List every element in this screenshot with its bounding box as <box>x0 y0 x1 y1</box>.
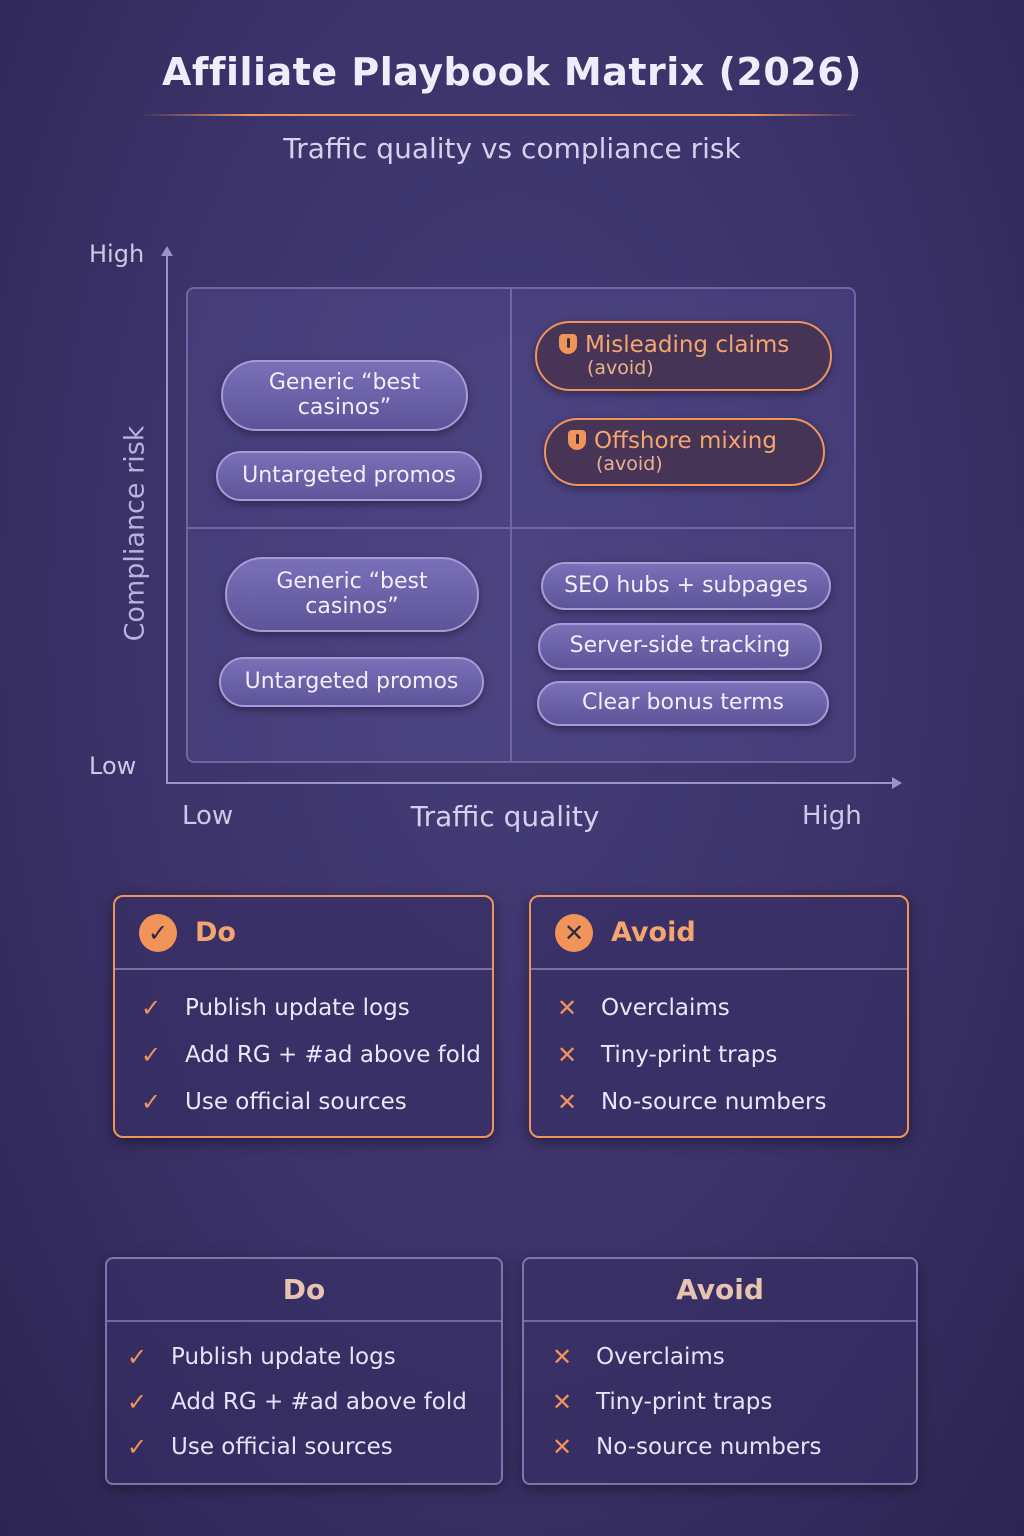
item-text: Use official sources <box>171 1433 393 1460</box>
x-axis-line <box>166 782 896 784</box>
x-icon: ✕ <box>552 1432 573 1461</box>
item-text: Publish update logs <box>171 1343 396 1370</box>
y-axis-arrow-icon <box>161 246 173 256</box>
item-text: Add RG + #ad above fold <box>185 1041 481 1068</box>
x-circle-icon: ✕ <box>555 913 593 952</box>
list-item: ✕ Overclaims <box>552 1334 916 1379</box>
x-icon: ✕ <box>552 1387 573 1416</box>
x-icon: ✕ <box>557 1087 578 1116</box>
check-icon: ✓ <box>127 1342 148 1371</box>
x-axis-low: Low <box>182 801 234 831</box>
item-text: No-source numbers <box>596 1433 822 1460</box>
x-axis-label: Traffic quality <box>410 800 600 833</box>
list-item: ✓ Add RG + #ad above fold <box>141 1031 492 1078</box>
tl-pill-untargeted-promos: Untargeted promos <box>216 451 482 501</box>
check-icon: ✓ <box>127 1387 148 1416</box>
br-pill-server-side-tracking: Server-side tracking <box>538 623 822 670</box>
item-text: Overclaims <box>596 1343 725 1370</box>
matrix-vertical-divider <box>510 288 512 762</box>
x-icon: ✕ <box>557 1040 578 1069</box>
avoid-card-secondary-title: Avoid <box>524 1259 916 1322</box>
do-card-secondary-title: Do <box>107 1259 501 1322</box>
matrix-horizontal-divider <box>187 527 855 529</box>
list-item: ✓ Add RG + #ad above fold <box>127 1379 501 1424</box>
item-text: No-source numbers <box>601 1088 827 1115</box>
list-item: ✕ Tiny-print traps <box>557 1031 907 1078</box>
list-item: ✓ Use official sources <box>141 1078 492 1125</box>
y-axis-high: High <box>89 240 145 268</box>
pill-note: (avoid) <box>587 357 654 380</box>
page-title: Affiliate Playbook Matrix (2026) <box>161 50 863 94</box>
check-icon: ✓ <box>141 1087 162 1116</box>
subtitle: Traffic quality vs compliance risk <box>283 132 741 165</box>
x-icon: ✕ <box>552 1342 573 1371</box>
do-card-secondary: Do ✓ Publish update logs ✓ Add RG + #ad ab… <box>105 1257 503 1485</box>
list-item: ✕ Overclaims <box>557 984 907 1031</box>
title-divider <box>140 114 860 116</box>
tr-pill-misleading-claims: Misleading claims (avoid) <box>535 321 832 391</box>
do-card-title: Do <box>195 917 236 948</box>
list-item: ✓ Use official sources <box>127 1424 501 1469</box>
shield-alert-icon <box>568 429 586 450</box>
pill-label: Offshore mixing <box>594 427 777 454</box>
item-text: Add RG + #ad above fold <box>171 1388 467 1415</box>
x-axis-arrow-icon <box>892 777 902 789</box>
check-icon: ✓ <box>127 1432 148 1461</box>
avoid-card: ✕ Avoid ✕ Overclaims ✕ Tiny-print traps ✕ No… <box>529 895 909 1138</box>
y-axis-low: Low <box>89 752 137 780</box>
item-text: Use official sources <box>185 1088 407 1115</box>
item-text: Tiny-print traps <box>596 1388 773 1415</box>
tr-pill-offshore-mixing: Offshore mixing (avoid) <box>544 418 825 486</box>
check-icon: ✓ <box>141 1040 162 1069</box>
do-card: ✓ Do ✓ Publish update logs ✓ Add RG + #ad a… <box>113 895 494 1138</box>
pill-note: (avoid) <box>596 453 663 476</box>
x-axis-high: High <box>802 801 862 831</box>
shield-alert-icon <box>559 333 577 354</box>
x-icon: ✕ <box>557 993 578 1022</box>
list-item: ✓ Publish update logs <box>141 984 492 1031</box>
list-item: ✕ No-source numbers <box>557 1078 907 1125</box>
bl-pill-untargeted-promos: Untargeted promos <box>219 657 484 707</box>
pill-label: Misleading claims <box>585 331 790 358</box>
avoid-card-secondary: Avoid ✕ Overclaims ✕ Tiny-print traps ✕ No-… <box>522 1257 918 1485</box>
list-item: ✕ No-source numbers <box>552 1424 916 1469</box>
check-circle-icon: ✓ <box>139 913 177 952</box>
br-pill-seo-hubs: SEO hubs + subpages <box>541 562 831 610</box>
tl-pill-generic-best-casinos: Generic “best casinos” <box>221 360 468 431</box>
y-axis-label: Compliance risk <box>119 425 151 642</box>
list-item: ✓ Publish update logs <box>127 1334 501 1379</box>
check-icon: ✓ <box>141 993 162 1022</box>
item-text: Publish update logs <box>185 994 410 1021</box>
bl-pill-generic-best-casinos: Generic “best casinos” <box>225 557 479 632</box>
item-text: Overclaims <box>601 994 730 1021</box>
item-text: Tiny-print traps <box>601 1041 778 1068</box>
br-pill-clear-bonus-terms: Clear bonus terms <box>537 681 829 726</box>
y-axis-line <box>166 252 168 784</box>
list-item: ✕ Tiny-print traps <box>552 1379 916 1424</box>
avoid-card-title: Avoid <box>611 917 696 948</box>
